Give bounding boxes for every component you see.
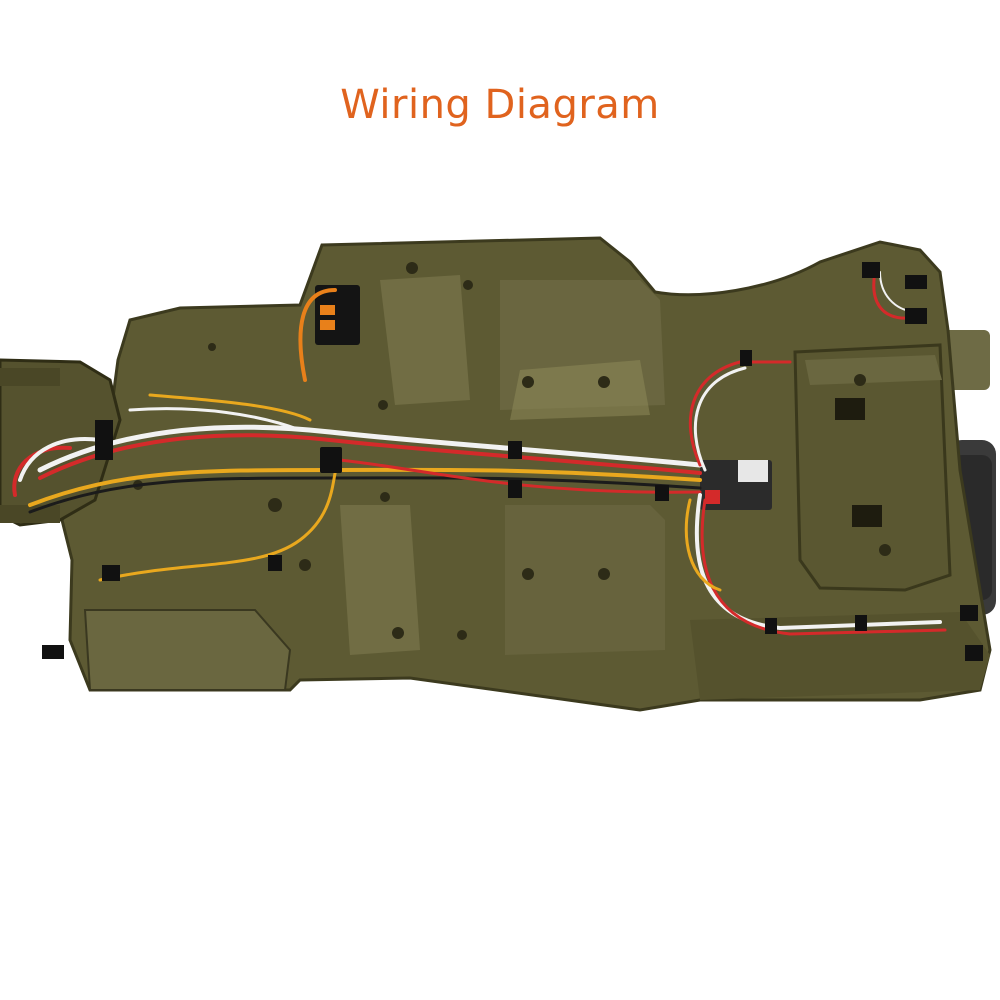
- page-title: Wiring Diagram: [340, 82, 660, 128]
- battery-box: [793, 343, 952, 592]
- wire-connectors: [42, 262, 983, 661]
- front-fender: [83, 609, 292, 691]
- left-step: [340, 505, 420, 655]
- mount-posts: [133, 262, 891, 640]
- floor-highlight: [510, 360, 650, 420]
- floor-panel-center: [505, 505, 665, 655]
